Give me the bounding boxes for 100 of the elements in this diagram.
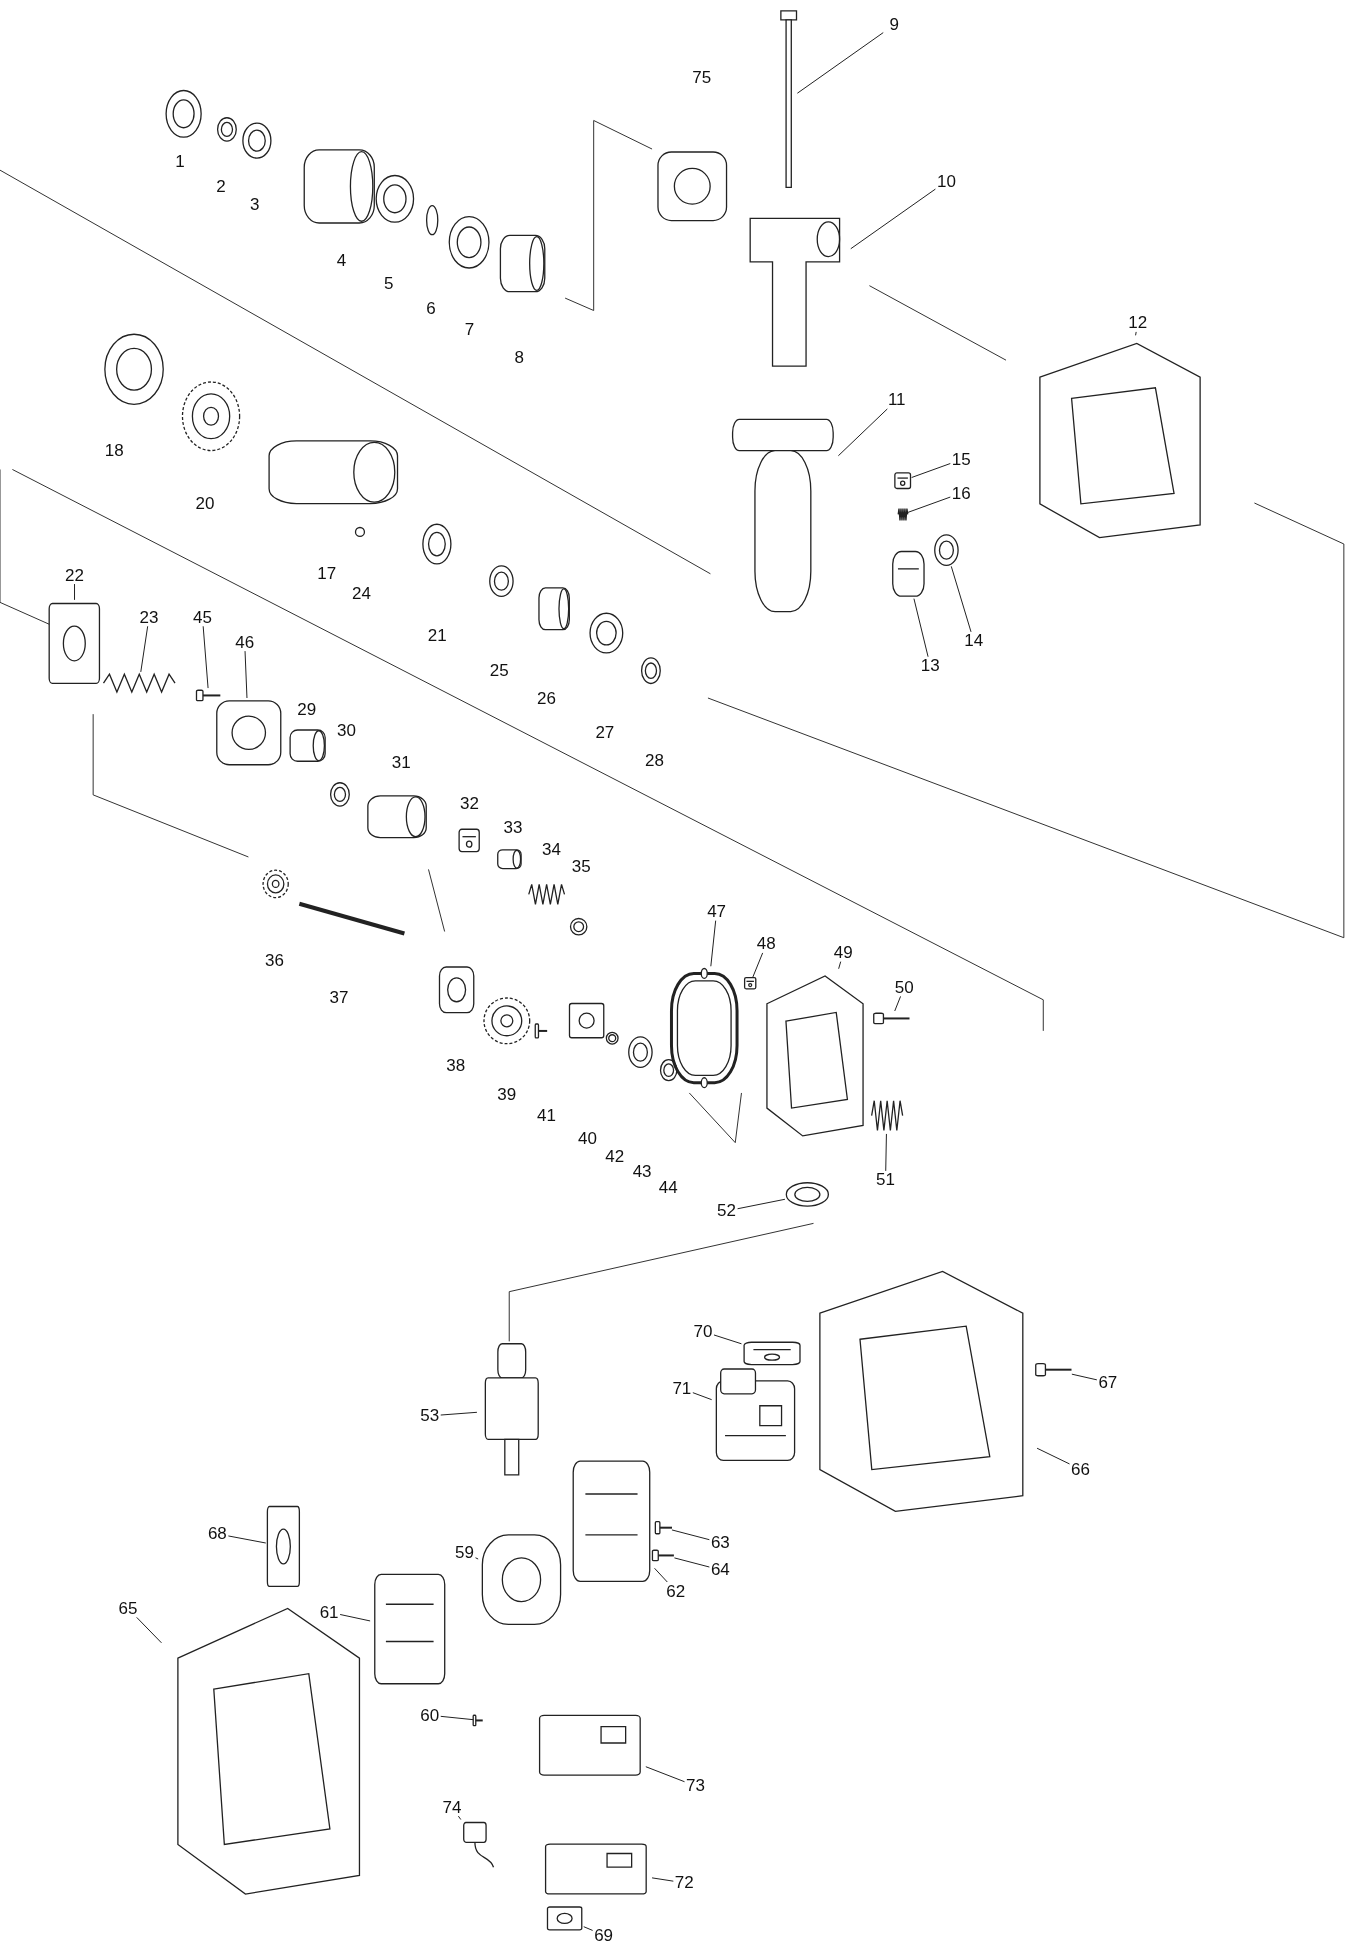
callout-number: 16 bbox=[946, 482, 977, 505]
leader-line bbox=[339, 1614, 371, 1622]
leader-line bbox=[1036, 1447, 1071, 1465]
callout-number: 21 bbox=[426, 625, 448, 647]
callout-number: 46 bbox=[229, 631, 260, 654]
leader-line bbox=[140, 625, 149, 673]
ring-drawing bbox=[933, 534, 959, 567]
callout-number: 25 bbox=[488, 660, 510, 682]
leader-line bbox=[440, 1715, 474, 1721]
callout-number: 44 bbox=[657, 1176, 679, 1199]
callout-number: 10 bbox=[931, 170, 962, 193]
leader-line bbox=[837, 408, 888, 457]
leader-line bbox=[894, 995, 902, 1012]
callout-number: 30 bbox=[336, 719, 357, 742]
callout-number: 14 bbox=[958, 629, 989, 652]
leader-line bbox=[1135, 331, 1137, 336]
callout-number: 65 bbox=[112, 1597, 143, 1620]
callout-number: 24 bbox=[350, 583, 372, 605]
callout-number: 2 bbox=[215, 175, 227, 198]
callout-number: 63 bbox=[705, 1531, 736, 1554]
callout-number: 15 bbox=[946, 448, 977, 471]
callout-number: 48 bbox=[751, 932, 782, 955]
callout-number: 1 bbox=[174, 150, 186, 173]
callout-number: 11 bbox=[881, 388, 912, 411]
screw-drawing bbox=[873, 1011, 911, 1026]
callout-number: 51 bbox=[870, 1168, 901, 1191]
callout-number: 50 bbox=[889, 976, 920, 999]
callout-number: 66 bbox=[1065, 1458, 1096, 1481]
leader-line bbox=[202, 625, 209, 689]
leader-line bbox=[911, 463, 951, 478]
spring-drawing bbox=[101, 671, 177, 695]
leader-line bbox=[710, 920, 717, 967]
screw-drawing bbox=[473, 1712, 484, 1728]
callout-number: 75 bbox=[691, 66, 713, 88]
callout-number: 7 bbox=[463, 318, 476, 341]
leader-line bbox=[796, 32, 884, 94]
spring-drawing bbox=[897, 506, 908, 522]
callout-number: 32 bbox=[459, 793, 480, 815]
callout-number: 70 bbox=[687, 1320, 718, 1343]
leader-line bbox=[651, 1877, 674, 1882]
callout-number: 69 bbox=[588, 1924, 619, 1947]
leader-line bbox=[752, 952, 764, 978]
callout-number: 8 bbox=[513, 347, 525, 369]
leader-line bbox=[1071, 1373, 1098, 1381]
callout-number: 6 bbox=[425, 297, 437, 319]
leader-line bbox=[457, 1815, 462, 1821]
callout-number: 3 bbox=[248, 194, 261, 216]
callout-number: 60 bbox=[414, 1704, 445, 1727]
leader-line bbox=[673, 1557, 710, 1568]
callout-number: 5 bbox=[383, 272, 395, 295]
callout-number: 47 bbox=[701, 900, 732, 923]
callout-number: 73 bbox=[680, 1775, 711, 1797]
leader-line bbox=[838, 961, 842, 970]
leader-line bbox=[907, 496, 951, 513]
callout-number: 43 bbox=[631, 1160, 653, 1183]
callout-number: 12 bbox=[1122, 311, 1153, 334]
callout-number: 17 bbox=[316, 563, 338, 585]
callout-number: 59 bbox=[449, 1541, 480, 1564]
callout-number: 4 bbox=[335, 250, 348, 272]
callout-number: 38 bbox=[445, 1055, 467, 1077]
callout-number: 34 bbox=[540, 839, 562, 861]
callout-number: 49 bbox=[828, 941, 859, 964]
leader-line bbox=[950, 565, 972, 633]
screw-drawing bbox=[196, 688, 222, 703]
callout-number: 31 bbox=[390, 752, 412, 774]
callout-number: 52 bbox=[711, 1199, 742, 1222]
callout-number: 9 bbox=[879, 13, 910, 36]
block-drawing bbox=[743, 977, 757, 990]
callout-number: 23 bbox=[134, 606, 165, 629]
screw-drawing bbox=[654, 1518, 672, 1537]
callout-number: 68 bbox=[202, 1522, 233, 1545]
callout-number: 53 bbox=[414, 1404, 445, 1427]
callout-number: 39 bbox=[496, 1083, 518, 1106]
flange-drawing bbox=[213, 698, 284, 768]
leader-line bbox=[850, 188, 936, 250]
callout-number: 33 bbox=[502, 816, 524, 839]
callout-number: 67 bbox=[1092, 1371, 1123, 1394]
callout-number: 36 bbox=[264, 949, 285, 972]
callout-number: 20 bbox=[194, 492, 216, 514]
plate-drawing bbox=[546, 1906, 584, 1932]
leader-line bbox=[654, 1567, 668, 1583]
callout-number: 28 bbox=[644, 749, 665, 772]
leader-line bbox=[671, 1529, 710, 1541]
callout-number: 26 bbox=[536, 687, 557, 709]
screw-drawing bbox=[652, 1547, 675, 1563]
leader-line bbox=[227, 1535, 267, 1544]
leader-line bbox=[583, 1926, 594, 1931]
knob-drawing bbox=[890, 548, 926, 599]
callout-number: 41 bbox=[536, 1104, 557, 1127]
screw-drawing bbox=[1034, 1361, 1072, 1379]
callout-number: 72 bbox=[669, 1871, 700, 1894]
leader-line bbox=[136, 1616, 162, 1644]
leader-line bbox=[692, 1392, 713, 1401]
leader-line bbox=[244, 650, 248, 699]
callout-number: 64 bbox=[705, 1558, 736, 1581]
block-drawing bbox=[894, 471, 912, 490]
callout-number: 74 bbox=[437, 1796, 468, 1819]
leader-line bbox=[645, 1766, 685, 1783]
leader-line bbox=[885, 1133, 887, 1172]
leader-line bbox=[913, 598, 929, 658]
